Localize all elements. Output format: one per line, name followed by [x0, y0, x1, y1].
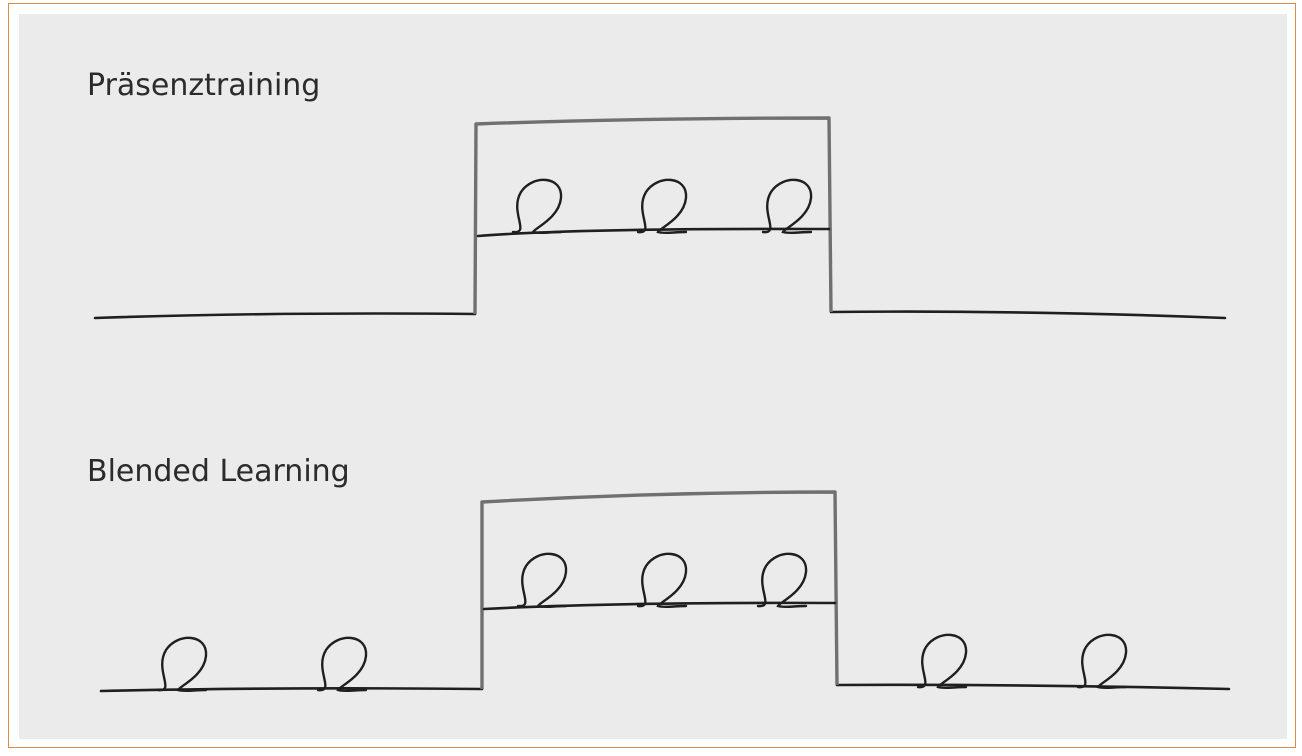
- presence-training-box: [473, 116, 833, 315]
- blended-box-loop-2: [636, 552, 688, 609]
- blended-box-loop-1: [516, 552, 568, 609]
- learning-format-diagram: [93, 116, 1231, 693]
- blended-learning-box: [480, 490, 839, 689]
- presence-box-loop-1: [511, 178, 563, 235]
- presence-baseline-right: [829, 310, 1227, 320]
- figure-panel: Präsenztraining Blended Learning: [19, 14, 1287, 739]
- blended-after-loop-1: [916, 633, 968, 690]
- blended-before-loop-2: [316, 636, 368, 693]
- blended-after-loop-2: [1076, 633, 1128, 690]
- blended-before-loop-1: [156, 636, 208, 693]
- blended-box-loop-3: [756, 552, 808, 609]
- presence-box-loop-2: [636, 178, 688, 235]
- blended-baseline-left: [99, 687, 484, 693]
- presence-baseline-left: [93, 312, 477, 320]
- figure-frame: Präsenztraining Blended Learning: [8, 3, 1296, 748]
- blended-learning-label: Blended Learning: [87, 454, 350, 489]
- presence-box-floor: [476, 227, 831, 238]
- presence-training-diagram: [93, 116, 1227, 320]
- presence-box-loop-3: [761, 178, 813, 235]
- presence-training-label: Präsenztraining: [87, 68, 321, 103]
- blended-baseline-right: [835, 683, 1231, 691]
- blended-learning-diagram: [99, 490, 1231, 693]
